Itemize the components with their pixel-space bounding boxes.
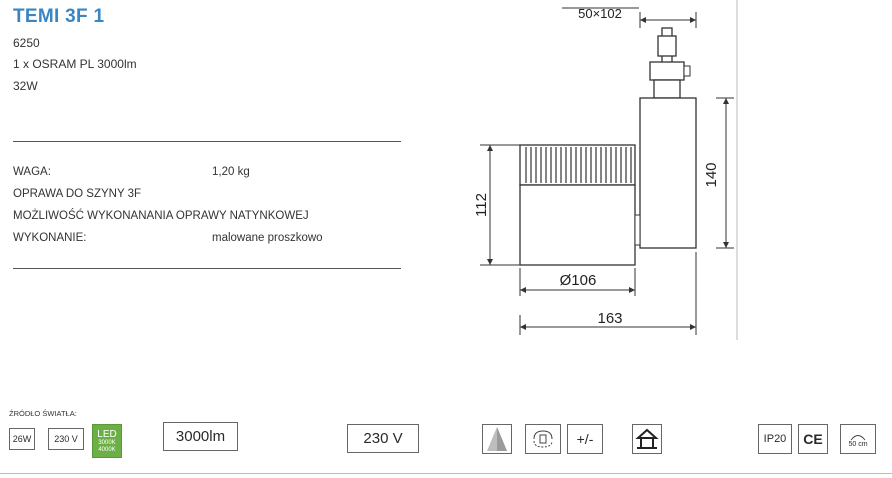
led-temp-1: 3000K <box>98 439 116 446</box>
led-badge: LED 3000K 4000K <box>92 424 122 458</box>
beam-angle-icon <box>482 424 512 454</box>
product-code: 6250 <box>13 36 40 50</box>
dim-label-body: 112 <box>473 193 490 217</box>
spec-label-rail: OPRAWA DO SZYNY 3F <box>13 188 142 200</box>
ip-rating-badge: IP20 <box>758 424 792 454</box>
lamp-arm <box>639 97 697 249</box>
footer-divider <box>0 473 892 474</box>
lamp-head-body <box>519 184 636 266</box>
spec-value-finish: malowane proszkowo <box>212 232 323 244</box>
house-icon <box>632 424 662 454</box>
lumen-badge: 3000lm <box>163 422 238 451</box>
voltage-badge: 230 V <box>347 424 419 453</box>
product-source: 1 x OSRAM PL 3000lm <box>13 57 137 71</box>
source-label: ŹRÓDŁO ŚWIATŁA: <box>9 409 77 418</box>
adapter-body <box>649 61 685 81</box>
voltage-badge-small: 230 V <box>48 428 84 450</box>
led-temp-2: 4000K <box>98 446 116 453</box>
distance-label: 50 cm <box>848 440 868 448</box>
spec-label-finish: WYKONANIE: <box>13 232 87 244</box>
divider-top <box>13 141 401 142</box>
dim-label-diameter: Ø106 <box>560 272 597 289</box>
watt-badge: 26W <box>9 428 35 450</box>
spec-label-surface: MOŻLIWOŚĆ WYKONANANIA OPRAWY NATYNKOWEJ <box>13 210 309 222</box>
dim-label-length: 163 <box>597 310 622 327</box>
led-title: LED <box>97 428 117 440</box>
divider-bottom <box>13 268 401 269</box>
lamp-cooling-fins <box>519 144 636 186</box>
distance-icon: 50 cm <box>840 424 876 454</box>
rotation-icon <box>525 424 561 454</box>
product-title: TEMI 3F 1 <box>13 6 105 27</box>
product-power: 32W <box>13 79 38 93</box>
lamp-distance-icon <box>850 434 866 440</box>
spec-value-weight: 1,20 kg <box>212 166 250 178</box>
technical-drawing: 50×102 140 112 Ø106 <box>473 0 738 340</box>
spec-label-weight: WAGA: <box>13 166 51 178</box>
adjust-badge: +/- <box>567 424 603 454</box>
ce-mark-icon: CE <box>798 424 828 454</box>
dim-label-total: 140 <box>703 162 720 187</box>
dim-label-top: 50×102 <box>578 6 622 21</box>
